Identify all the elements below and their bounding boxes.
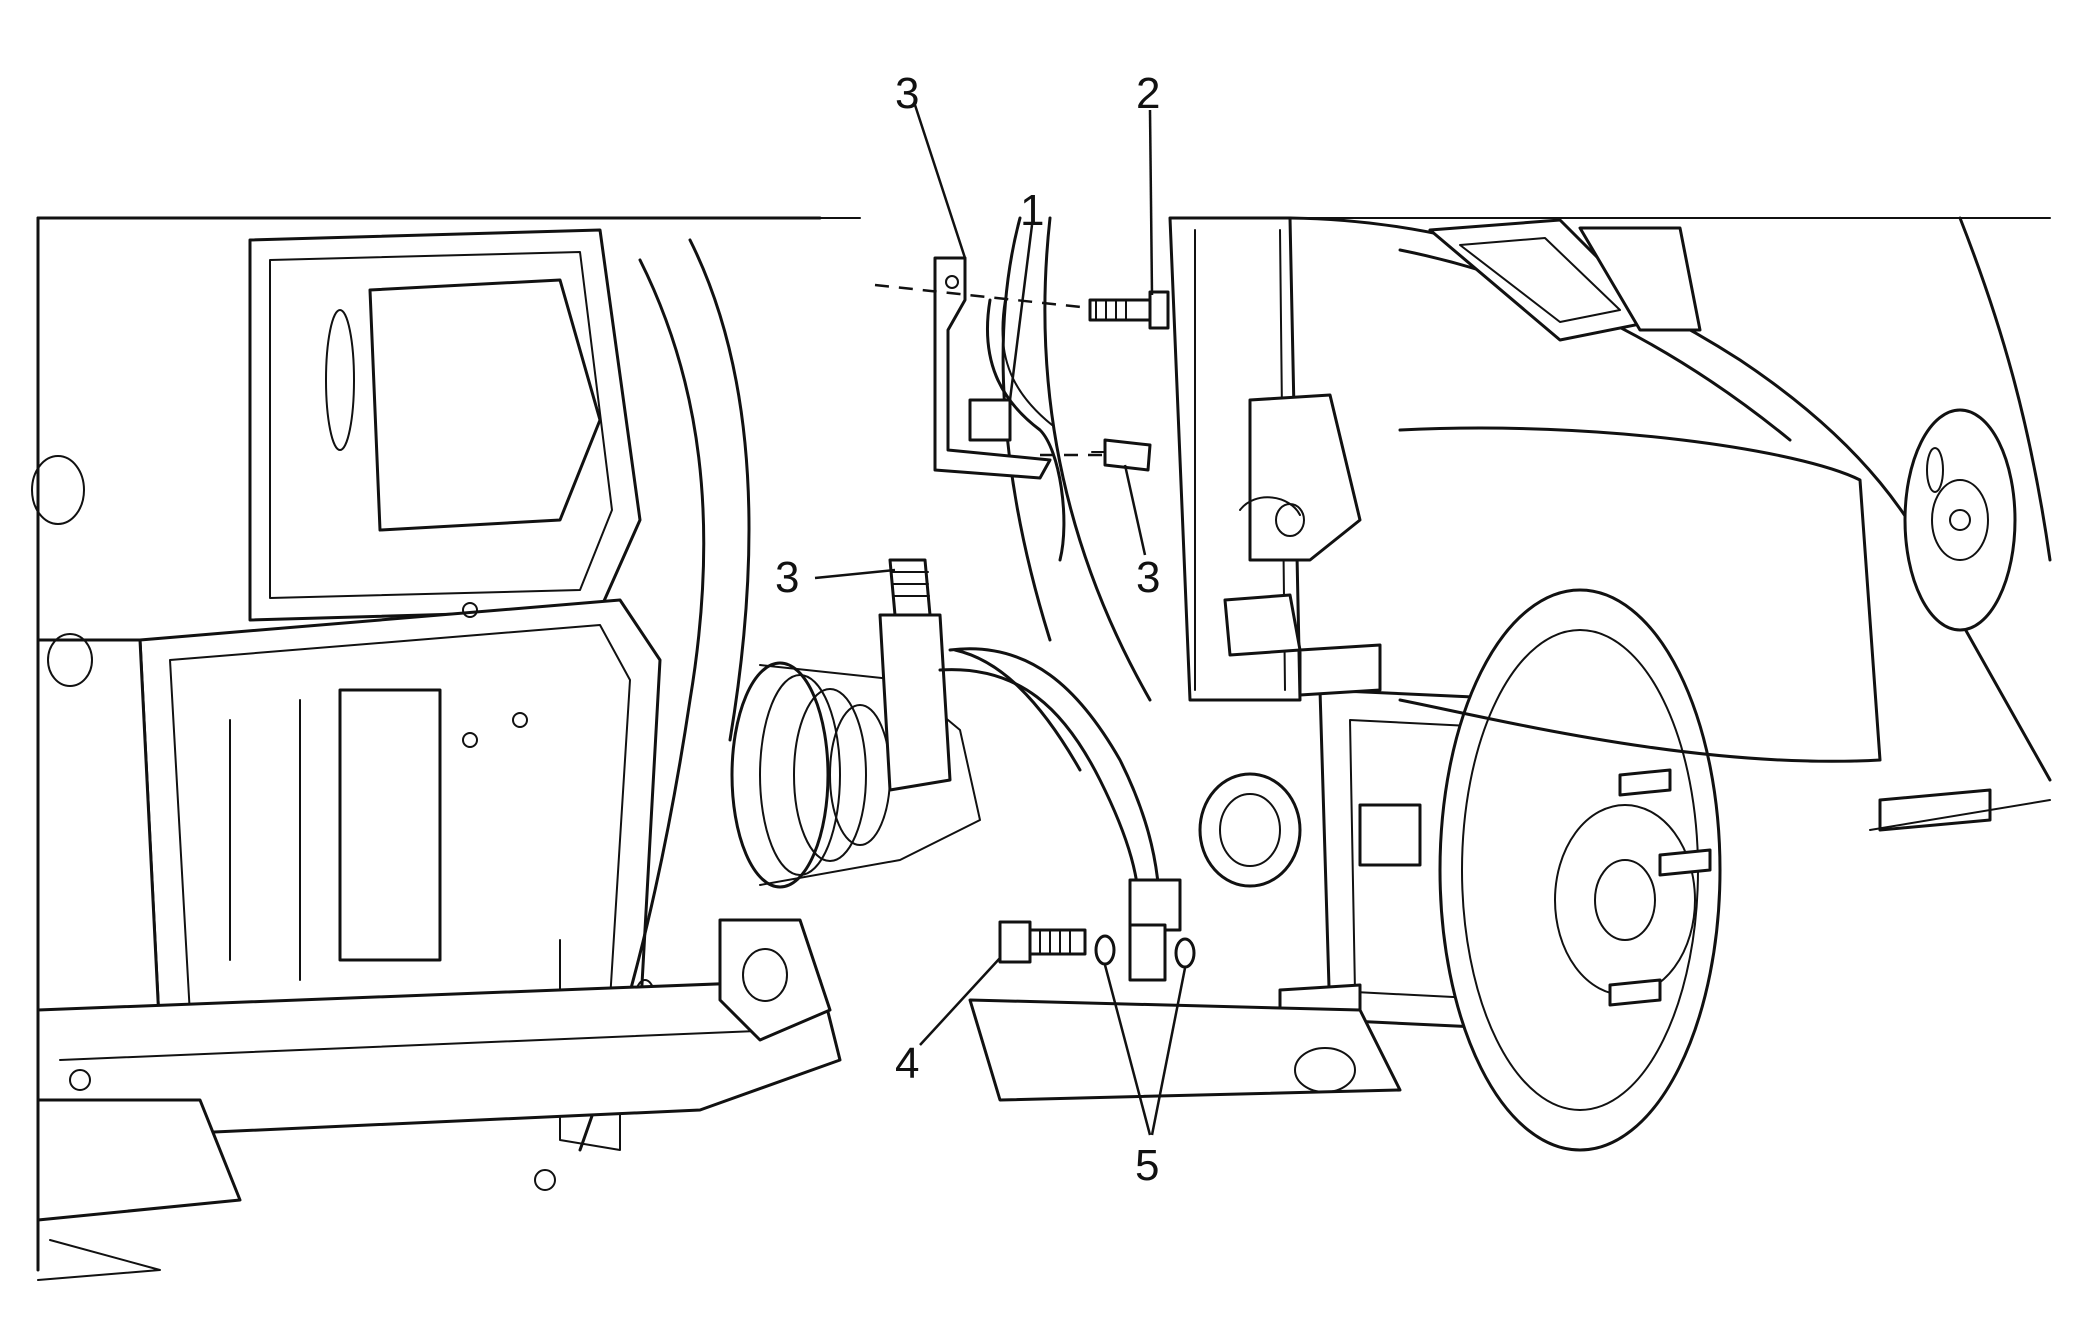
callout-3-middle: 3	[1136, 553, 1160, 602]
callout-3-left: 3	[775, 553, 799, 602]
leader-5-a	[1103, 964, 1152, 1136]
hose-banjo-fitting	[1128, 923, 1167, 982]
drive-axle-boot	[730, 558, 981, 889]
bracket-bolt	[1088, 290, 1170, 330]
brake-rotor	[1438, 588, 1722, 1152]
brake-hose-routing	[938, 298, 1182, 932]
hose-bracket	[933, 256, 1052, 480]
banjo-bolt	[998, 920, 1087, 964]
leader-4	[919, 957, 1001, 1046]
leader-3-left	[814, 568, 896, 580]
leader-3-middle	[1123, 464, 1147, 556]
bolt-alignment-line	[874, 283, 1091, 310]
callout-1: 1	[1020, 186, 1044, 235]
leader-1	[1008, 224, 1034, 401]
callout-4: 4	[895, 1039, 919, 1088]
sealing-washer-front	[1094, 934, 1116, 966]
hose-retaining-clip	[1091, 438, 1152, 472]
callout-3-top: 3	[895, 69, 919, 118]
leader-3-top	[913, 104, 967, 259]
front-frame-structure	[31, 216, 822, 1272]
callout-2: 2	[1136, 69, 1160, 118]
wheel-house-liner	[1288, 216, 2052, 832]
leader-5-b	[1150, 967, 1187, 1136]
lower-control-arm	[968, 998, 1402, 1102]
lower-crossmember	[36, 918, 842, 1281]
callout-5: 5	[1135, 1141, 1159, 1190]
leader-2	[1148, 109, 1154, 296]
sealing-washer-rear	[1174, 937, 1196, 969]
strut-assembly	[1001, 216, 1362, 702]
